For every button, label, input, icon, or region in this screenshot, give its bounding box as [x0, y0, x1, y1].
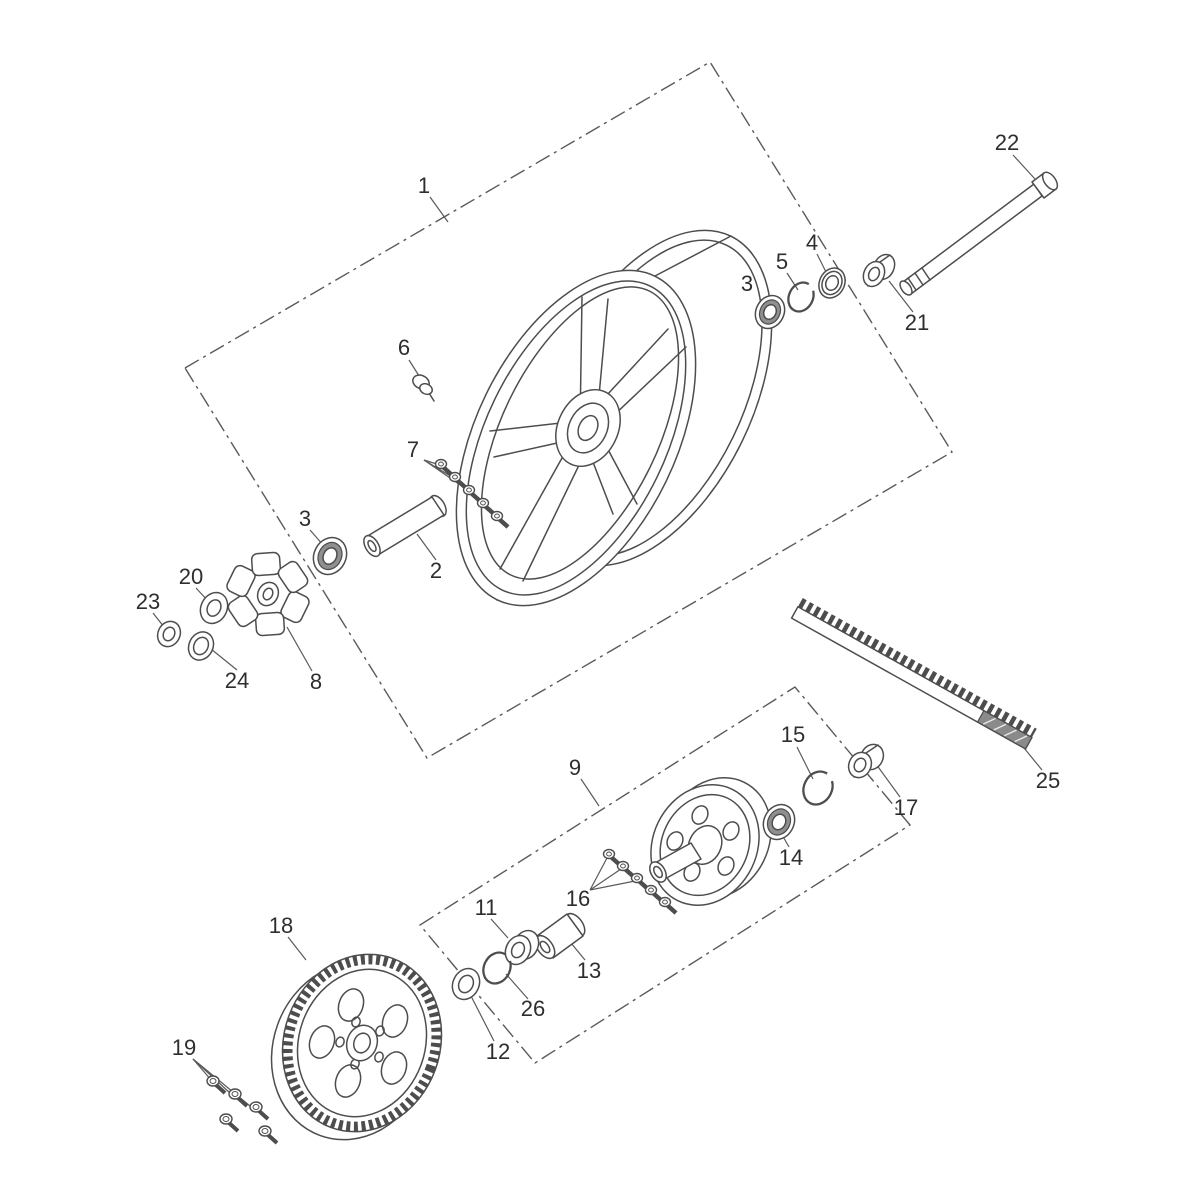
- part-label-3a: 3: [740, 271, 754, 296]
- rear-wheel: [455, 229, 773, 607]
- spacer-17: [847, 743, 885, 779]
- circlip-lower: [802, 770, 834, 806]
- part-label-9: 9: [568, 755, 582, 780]
- part-label-25: 25: [1035, 768, 1061, 793]
- part-label-24: 24: [224, 668, 250, 693]
- wheel-assembly-boundary: [184, 61, 953, 759]
- part-label-2: 2: [429, 558, 443, 583]
- part-label-11: 11: [474, 895, 498, 920]
- part-label-8: 8: [309, 669, 323, 694]
- part-label-3b: 3: [298, 506, 312, 531]
- part-label-17: 17: [893, 795, 919, 820]
- circlip-26: [482, 951, 512, 985]
- valve-bolt: [412, 374, 435, 402]
- pulley-carrier: [649, 777, 772, 906]
- wheel-bearing-right: [754, 294, 786, 330]
- nut-23: [156, 620, 182, 648]
- part-label-1: 1: [417, 173, 431, 198]
- part-label-12: 12: [485, 1039, 511, 1064]
- spacer-tube: [363, 494, 447, 558]
- wheel-bearing-left: [312, 536, 348, 576]
- rear-pulley: [270, 953, 443, 1141]
- bearing-4: [818, 267, 846, 299]
- washer-24: [187, 631, 215, 661]
- part-label-19: 19: [171, 1035, 197, 1060]
- spacer-13: [534, 912, 586, 960]
- part-label-23: 23: [135, 589, 161, 614]
- part-label-7: 7: [406, 437, 420, 462]
- part-label-15: 15: [780, 722, 806, 747]
- rear-axle: [899, 171, 1059, 296]
- washer-20: [199, 591, 229, 625]
- part-label-6: 6: [397, 335, 411, 360]
- part-label-20: 20: [178, 564, 204, 589]
- spacer-21: [862, 253, 896, 288]
- part-label-4: 4: [805, 230, 819, 255]
- washer-12: [451, 967, 481, 1001]
- part-label-22: 22: [994, 130, 1020, 155]
- circlip-upper: [787, 281, 815, 313]
- carrier-assembly-boundary: [418, 686, 912, 1064]
- carrier-bearing: [762, 803, 796, 841]
- rubbing-strip: [790, 598, 1037, 750]
- collar-11: [504, 929, 540, 966]
- part-label-13: 13: [576, 958, 602, 983]
- part-label-14: 14: [778, 845, 804, 870]
- part-label-5: 5: [775, 249, 789, 274]
- part-label-16: 16: [565, 886, 591, 911]
- cush-drive: [226, 551, 310, 637]
- part-label-18: 18: [268, 913, 294, 938]
- part-label-21: 21: [904, 310, 930, 335]
- part-label-26: 26: [520, 996, 546, 1021]
